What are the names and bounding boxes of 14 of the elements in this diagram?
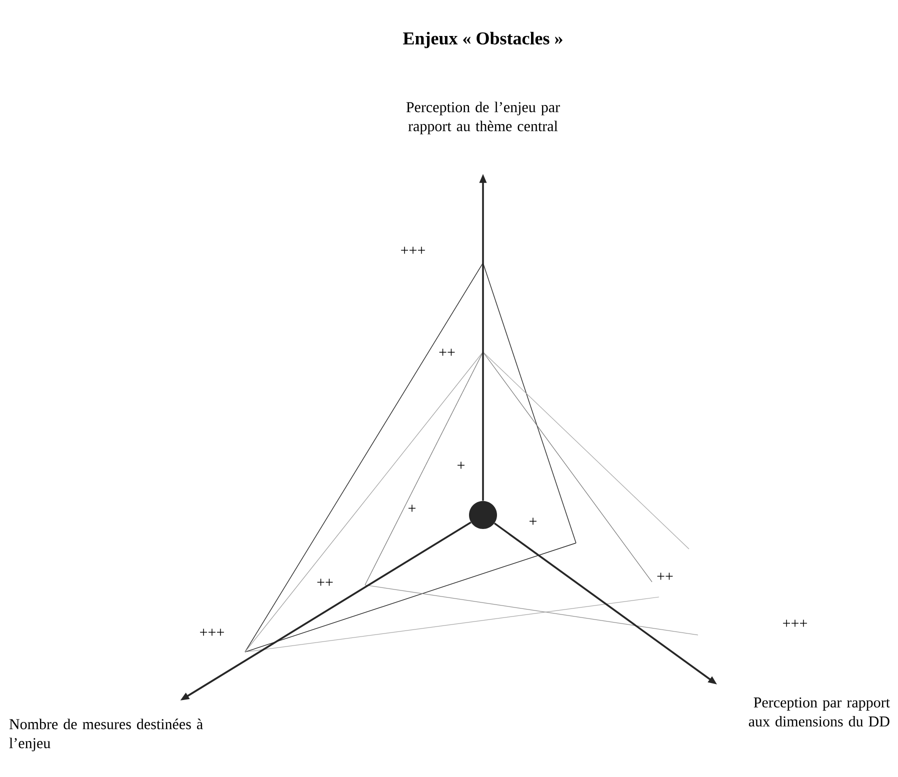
scale-mark: ++ (317, 578, 333, 586)
scale-mark: +++ (200, 628, 224, 636)
scale-mark: ++ (657, 572, 673, 580)
center-dot (469, 501, 497, 529)
scale-mark: + (458, 462, 464, 469)
scale-mark: +++ (401, 246, 425, 254)
axis-label: Nombre de mesures destinées à l’enjeu (9, 718, 203, 752)
title: Enjeux « Obstacles » (403, 32, 562, 48)
scale-mark: + (408, 504, 416, 512)
axis-label: Perception par rapport aux dimensions du DD (748, 697, 890, 727)
scale-mark: ++ (439, 348, 455, 356)
scale-mark: + (530, 518, 536, 525)
axis-label: Perception de l’enjeu par rapport au thème central (406, 102, 560, 134)
scale-mark: +++ (783, 620, 807, 627)
